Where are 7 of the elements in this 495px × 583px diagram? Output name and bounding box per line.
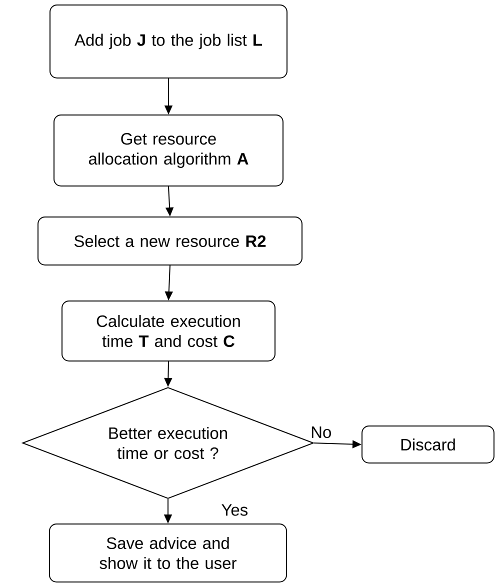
process-box: Calculate execution time T and cost C: [62, 300, 276, 362]
process-box: Get resource allocation algorithm A: [54, 114, 284, 186]
edge-label: Yes: [222, 504, 248, 516]
process-box: Select a new resource R2: [38, 216, 302, 266]
process-box: Discard: [362, 426, 494, 464]
process-box: Save advice and show it to the user: [49, 524, 287, 582]
process-box: Add job J to the job list L: [50, 4, 288, 78]
